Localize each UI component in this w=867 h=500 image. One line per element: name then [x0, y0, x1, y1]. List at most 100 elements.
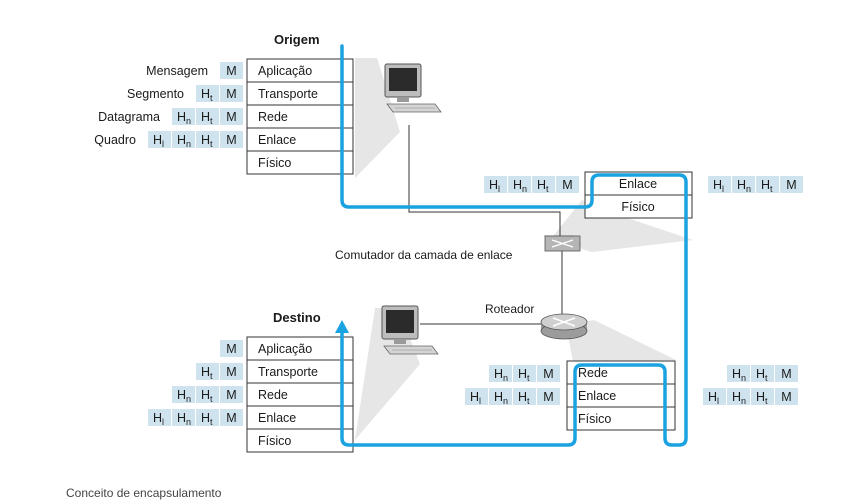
- payload-cell: [220, 62, 243, 79]
- payload-cell: [220, 386, 243, 403]
- cell-text: M: [226, 87, 236, 101]
- header-cell: [751, 365, 774, 382]
- payload-cell: [537, 365, 560, 382]
- router-stack-layer-label: Físico: [578, 412, 611, 426]
- source-stack-layer-label: Transporte: [258, 87, 318, 101]
- cell-text: Hl: [470, 390, 481, 406]
- cell-subscript: t: [210, 93, 213, 103]
- cell-subscript: t: [210, 394, 213, 404]
- destination-stack-frame: [246, 336, 354, 453]
- source-row-message: M: [220, 62, 243, 79]
- router-label: Roteador: [485, 302, 535, 316]
- cell-text: M: [226, 388, 236, 402]
- cell-subscript: l: [717, 396, 719, 406]
- data-path: [340, 44, 688, 447]
- header-cell: [489, 365, 512, 382]
- destination-stack-layer-label: Aplicação: [258, 342, 312, 356]
- header-cell: [196, 108, 219, 125]
- payload-cell: [780, 176, 803, 193]
- computer-icon: [384, 63, 442, 113]
- pdu-label-segment: Segmento: [127, 87, 184, 101]
- cell-subscript: t: [546, 184, 549, 194]
- header-cell: [756, 176, 779, 193]
- cell-subscript: l: [162, 417, 164, 427]
- header-cell: [465, 388, 488, 405]
- cell-text: M: [226, 411, 236, 425]
- device-layer: [381, 63, 588, 355]
- header-cell: [513, 365, 536, 382]
- cell-text: Ht: [518, 367, 530, 383]
- cell-text: Ht: [201, 365, 213, 381]
- cell-text: M: [781, 390, 791, 404]
- cell-text: M: [226, 342, 236, 356]
- cell-text: Hl: [713, 178, 724, 194]
- source-stack-frame: [246, 58, 354, 175]
- source-stack-layer-label: Rede: [258, 110, 288, 124]
- header-cell: [751, 388, 774, 405]
- header-cell: [196, 85, 219, 102]
- destination-stack-layer-label: Enlace: [258, 411, 296, 425]
- wire-host-switch: [408, 125, 561, 236]
- cell-text: Ht: [201, 388, 213, 404]
- header-cell: [172, 409, 195, 426]
- destination-row-message: M: [220, 340, 243, 357]
- payload-cell: [775, 365, 798, 382]
- router-stack-layer-label: Enlace: [578, 389, 616, 403]
- cell-text: Hl: [153, 133, 164, 149]
- cell-subscript: n: [746, 184, 751, 194]
- cell-subscript: n: [186, 417, 191, 427]
- switch-icon: [544, 235, 581, 252]
- wire-layer: [408, 125, 563, 325]
- cell-subscript: t: [210, 417, 213, 427]
- switch-stack-layer-label: Enlace: [619, 177, 657, 191]
- header-cell: [484, 176, 507, 193]
- header-cell: [196, 363, 219, 380]
- source-stack-layer-label: Aplicação: [258, 64, 312, 78]
- header-cell: [708, 176, 731, 193]
- payload-cell: [775, 388, 798, 405]
- header-cell: [532, 176, 555, 193]
- cell-text: M: [781, 367, 791, 381]
- router-stack-frame: [566, 360, 676, 431]
- cell-subscript: l: [162, 139, 164, 149]
- data-path-arrowhead: [335, 320, 349, 333]
- destination-stack-layer-label: Transporte: [258, 365, 318, 379]
- cell-text: M: [543, 367, 553, 381]
- payload-cell: [220, 131, 243, 148]
- cell-text: Ht: [201, 133, 213, 149]
- cell-text: Ht: [537, 178, 549, 194]
- cell-subscript: l: [479, 396, 481, 406]
- payload-cell: [220, 409, 243, 426]
- header-cell: [732, 176, 755, 193]
- header-cell: [172, 131, 195, 148]
- cell-text: Ht: [201, 110, 213, 126]
- switch-arrows: [551, 239, 574, 248]
- cell-subscript: n: [186, 116, 191, 126]
- figure-caption: Conceito de encapsulamento: [66, 486, 222, 500]
- monitor-screen: [389, 68, 417, 91]
- router-shadow: [566, 320, 676, 362]
- path-layer: [335, 44, 688, 447]
- cell-text: Hl: [489, 178, 500, 194]
- source-stack-layer-label: Físico: [258, 156, 291, 170]
- header-cell: [727, 388, 750, 405]
- cell-text: M: [543, 390, 553, 404]
- source-shadow: [355, 58, 400, 178]
- cell-text: Hl: [153, 411, 164, 427]
- header-cell: [172, 108, 195, 125]
- cell-text: M: [226, 110, 236, 124]
